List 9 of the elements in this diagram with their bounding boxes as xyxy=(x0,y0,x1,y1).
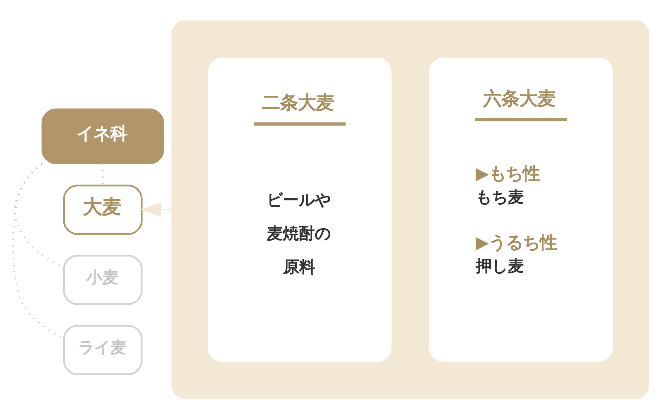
node-box: 大麦 xyxy=(62,184,142,236)
node-box: 六条大麦 ▶もち性 もち麦 ▶うるち性 押し麦 xyxy=(428,58,612,362)
node-box: イネ科 xyxy=(41,108,164,164)
cluster xyxy=(171,20,650,400)
node-box: ライ麦 xyxy=(62,325,142,376)
node-box: 二条大麦 ビールや麦焼酎の原料 xyxy=(208,58,392,362)
node-box: 小麦 xyxy=(62,255,142,306)
arrow xyxy=(140,202,172,218)
connector xyxy=(12,163,64,339)
